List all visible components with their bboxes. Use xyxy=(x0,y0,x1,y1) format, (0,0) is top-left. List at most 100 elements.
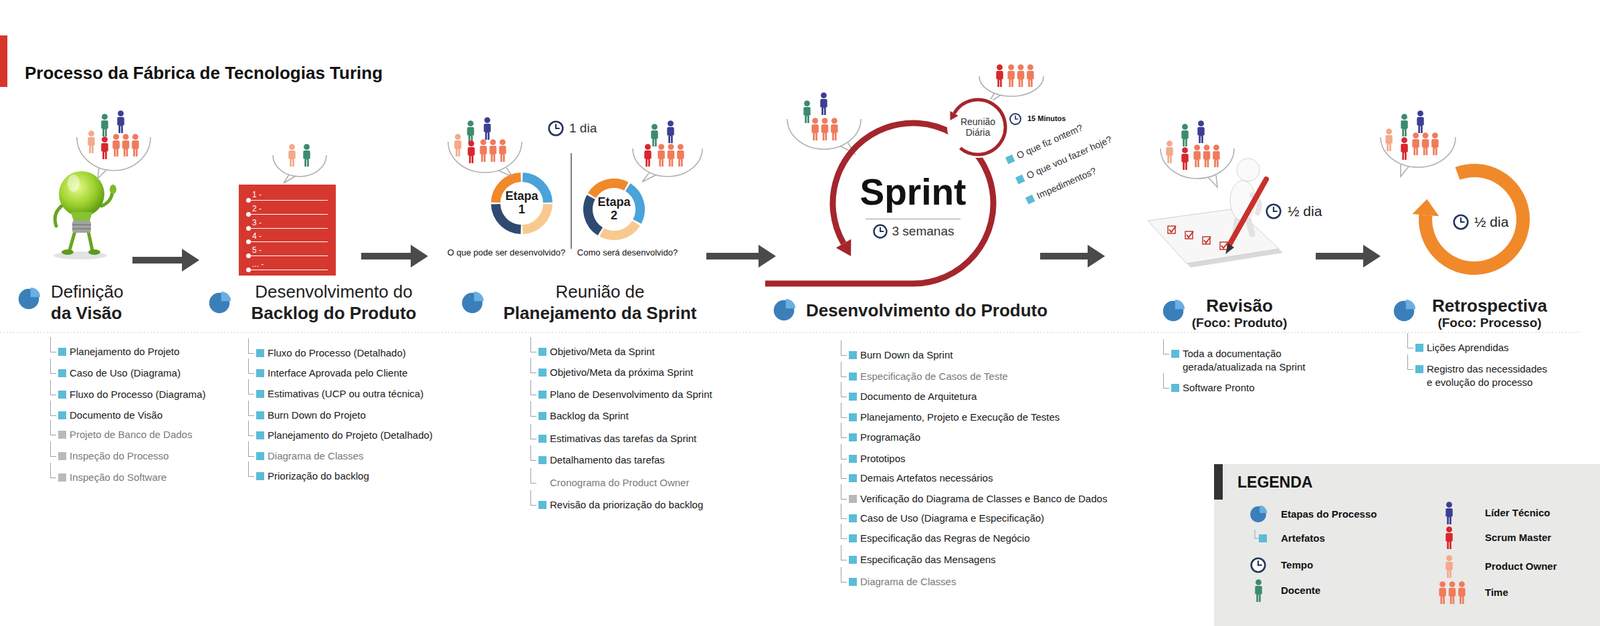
legend-text: Scrum Master xyxy=(1484,531,1552,545)
artifact-item: Planejamento do Projeto (Detalhado) xyxy=(246,428,433,443)
artifact-icon xyxy=(58,411,67,420)
label-holder: Como será desenvolvido? xyxy=(577,247,678,259)
checkmarks xyxy=(1169,226,1229,249)
team-icon xyxy=(657,143,684,167)
artifact-icon xyxy=(848,392,857,401)
artifact-item: Backlog da Sprint xyxy=(529,409,629,423)
legend-docente-icon xyxy=(1254,579,1262,603)
artifact-icon xyxy=(848,534,857,543)
artifact-text: Especificação das Mensagens xyxy=(860,553,996,567)
label-holder: 1 dia xyxy=(569,121,597,137)
thumb xyxy=(109,184,117,194)
step-label: Etapa 1 xyxy=(501,189,543,217)
artifact-icon xyxy=(58,430,67,439)
artifact-item: Verificação do Diagrama de Classes e Ban… xyxy=(839,492,1108,506)
artifact-text: Priorização do backlog xyxy=(267,469,370,483)
arm xyxy=(54,206,62,227)
team-icon xyxy=(1412,132,1439,156)
artifact-item: Demais Artefatos necessários xyxy=(839,471,993,485)
artifact-icon xyxy=(1415,365,1424,374)
artifact-item: Burn Down do Projeto xyxy=(246,408,366,423)
clock-hands xyxy=(880,228,884,233)
artifact-text: Caso de Uso (Diagrama) xyxy=(69,366,181,380)
ring-segment xyxy=(602,223,637,236)
stage-title-holder: (Foco: Processo) xyxy=(1437,315,1542,332)
po-icon xyxy=(288,143,295,167)
stage-title-holder: Planejamento da Sprint xyxy=(503,303,697,324)
clock-face xyxy=(873,225,887,239)
step-circle: Etapa 1 xyxy=(490,172,553,235)
artifact-item: Diagrama de Classes xyxy=(839,575,956,589)
stage-area: Retrospectiva(Foco: Processo) xyxy=(1380,100,1582,278)
artifact-item: Caso de Uso (Diagrama e Especificação) xyxy=(839,511,1045,526)
artifact-icon xyxy=(58,347,67,356)
team-icon xyxy=(112,133,139,157)
check-icon xyxy=(1025,194,1036,205)
docente-icon xyxy=(650,123,658,147)
artifact-item: Programação xyxy=(839,430,921,445)
stage-title: Desenvolvimento do Produto xyxy=(806,300,1048,322)
artifact-icon xyxy=(256,411,265,420)
bubble-tail xyxy=(642,173,657,182)
sprint-circle: Sprint3 semanas xyxy=(832,123,994,284)
artifact-icon xyxy=(538,390,547,399)
artifact-item: Priorização do backlog xyxy=(246,469,370,483)
review-figure xyxy=(1147,158,1283,268)
artifact-text: Especificação das Regras de Negócio xyxy=(860,531,1030,546)
flow-arrow xyxy=(132,248,200,272)
artifact-text: Registro das necessidades e evolução do … xyxy=(1426,362,1552,390)
legend-item: Product Owner xyxy=(1484,559,1558,574)
stage-title: (Foco: Processo) xyxy=(1437,315,1542,332)
team-icon xyxy=(1193,144,1220,168)
daily-meeting-circle: Reunião Diária xyxy=(950,99,1006,155)
artifact-icon xyxy=(538,434,547,443)
stage-area: Revisão(Foco: Produto) xyxy=(1105,100,1316,278)
stage-title-holder: Revisão xyxy=(1206,295,1273,317)
artifact-icon xyxy=(256,369,265,378)
page-title: Processo da Fábrica de Tecnologias Turin… xyxy=(24,62,383,84)
artifact-icon xyxy=(538,501,547,510)
artifact-item: Inspeção do Processo xyxy=(48,449,169,463)
artifact-text: Cronograma do Product Owner xyxy=(549,476,689,490)
po-icon xyxy=(454,133,461,157)
artifact-item: Objetivo/Meta da Sprint xyxy=(529,345,655,359)
step-question: O que pode ser desenvolvido? xyxy=(447,247,566,259)
clock-icon xyxy=(549,121,564,136)
legend-clock-icon xyxy=(1251,558,1266,573)
stage-title-holder: Retrospectiva xyxy=(1432,295,1548,317)
artifact-text: Revisão da priorização do backlog xyxy=(549,498,704,512)
stage-icon xyxy=(209,291,231,314)
lider-icon xyxy=(483,117,491,140)
stage-area: Desenvolvimento doBacklog do Produto1 -2… xyxy=(199,100,362,278)
sprint-title: Sprint xyxy=(860,173,967,211)
artifact-text: Caso de Uso (Diagrama e Especificação) xyxy=(860,511,1045,526)
artifact-item: Burn Down da Sprint xyxy=(839,348,953,362)
artifact-icon xyxy=(538,456,547,465)
artifact-text: Lições Aprendidas xyxy=(1426,341,1510,355)
artifact-item: Inspeção do Software xyxy=(48,470,167,485)
step-question: Como será desenvolvido? xyxy=(577,247,678,259)
artifact-text: Documento de Visão xyxy=(69,408,163,423)
list-line: 2 - xyxy=(249,204,328,215)
artifact-icon xyxy=(848,577,857,586)
legend-bar xyxy=(1214,464,1223,500)
stage-title: Reunião de xyxy=(555,281,645,303)
artifact-item: Planejamento do Projeto xyxy=(48,345,180,359)
pencil-tip xyxy=(1225,243,1235,255)
legend-artifact-icon xyxy=(1258,534,1267,543)
artifact-icon xyxy=(848,454,857,463)
legend-item: Time xyxy=(1484,585,1509,600)
artifact-icon xyxy=(58,369,67,378)
stage-icon xyxy=(1163,299,1185,322)
legend-text: Tempo xyxy=(1280,558,1314,572)
po-icon xyxy=(87,130,95,154)
stage-title: (Foco: Produto) xyxy=(1191,315,1287,332)
docente-icon xyxy=(1181,123,1188,147)
artifact-icon xyxy=(1171,349,1180,358)
legend-item: Tempo xyxy=(1280,558,1314,572)
sm-icon xyxy=(1400,137,1408,160)
legend-text: Artefatos xyxy=(1280,531,1326,546)
docente-icon xyxy=(466,120,474,144)
legs xyxy=(69,231,93,251)
bulb-shine xyxy=(67,174,80,192)
